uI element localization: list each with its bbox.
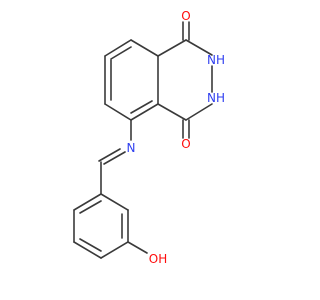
nitrogen-atom-label: N xyxy=(127,141,136,155)
oxygen-atom-label: O xyxy=(181,9,190,23)
bond xyxy=(130,39,159,57)
nh-atom-label: NH xyxy=(207,91,225,105)
bond xyxy=(79,238,102,252)
bond xyxy=(130,100,153,114)
dione-ring xyxy=(157,21,213,139)
bond xyxy=(100,193,129,211)
bond xyxy=(130,103,159,121)
bond xyxy=(110,46,132,60)
bond xyxy=(157,103,187,121)
bond xyxy=(157,39,187,57)
hydroxyl-label: OH xyxy=(149,252,167,266)
bond xyxy=(98,148,121,162)
bond xyxy=(127,241,148,254)
bond xyxy=(104,39,132,57)
bond xyxy=(185,39,213,56)
bond xyxy=(100,241,129,259)
benzo-ring xyxy=(104,39,159,121)
bond xyxy=(79,200,102,214)
nh-atom-label: NH xyxy=(207,53,225,67)
hydroxyphenyl-ring xyxy=(73,193,148,259)
bond xyxy=(73,241,102,259)
bond xyxy=(73,193,102,211)
bond xyxy=(104,103,132,121)
oxygen-atom-label: O xyxy=(181,137,190,151)
bond xyxy=(103,151,126,165)
bond xyxy=(185,103,213,121)
imine-linker xyxy=(98,119,132,195)
chemical-structure: O NH NH O N OH xyxy=(73,9,225,266)
